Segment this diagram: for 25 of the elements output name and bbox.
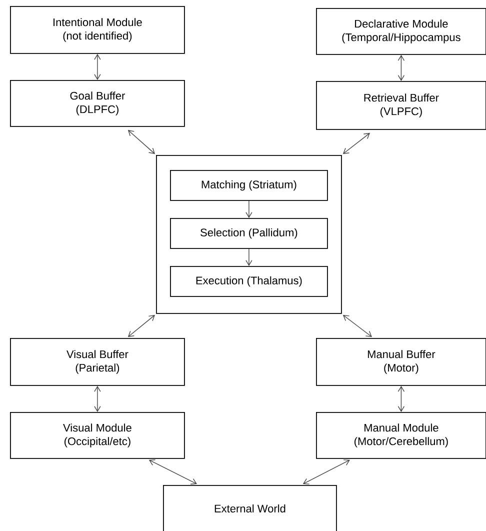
module-box: Visual Module (Occipital/etc)	[10, 412, 185, 459]
production-system-box	[156, 155, 342, 314]
arrow	[246, 200, 252, 218]
process-box: Execution (Thalamus)	[170, 266, 328, 297]
arrow	[246, 248, 252, 266]
arrow	[128, 314, 155, 337]
arrow	[94, 54, 101, 80]
module-box: Intentional Module (not identified)	[10, 6, 185, 54]
buffer-box: Retrieval Buffer (VLPFC)	[316, 81, 486, 130]
process-box: Selection (Pallidum)	[170, 218, 328, 249]
arrow	[398, 54, 405, 81]
arrow	[302, 459, 350, 484]
process-box: Matching (Striatum)	[170, 170, 328, 201]
world-box: External World	[163, 485, 337, 531]
arrow	[342, 132, 370, 154]
buffer-box: Visual Buffer (Parietal)	[10, 338, 185, 386]
arrow	[128, 130, 155, 154]
module-box: Manual Module (Motor/Cerebellum)	[316, 412, 486, 459]
arrow	[342, 314, 372, 337]
buffer-box: Goal Buffer (DLPFC)	[10, 80, 185, 127]
buffer-box: Manual Buffer (Motor)	[316, 338, 486, 386]
arrow	[148, 459, 197, 484]
arrow	[398, 386, 405, 412]
module-box: Declarative Module (Temporal/Hippocampus	[316, 8, 486, 55]
arrow	[94, 386, 101, 412]
